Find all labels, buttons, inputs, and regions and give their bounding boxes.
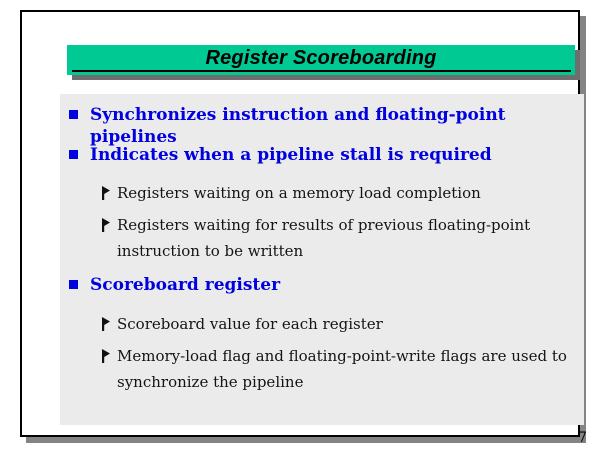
arrow-bullet-icon bbox=[102, 186, 110, 200]
square-bullet-icon bbox=[69, 150, 78, 159]
list-item: Registers waiting on a memory load compl… bbox=[60, 180, 582, 206]
square-bullet-icon bbox=[69, 280, 78, 289]
list-item: Synchronizes instruction and floating-po… bbox=[60, 104, 584, 148]
bullet-text: Synchronizes instruction and floating-po… bbox=[90, 105, 506, 147]
sub-bullet-text: Registers waiting for results of previou… bbox=[117, 216, 531, 260]
title-underline bbox=[72, 70, 571, 72]
sub-bullet-text: Scoreboard value for each register bbox=[117, 315, 383, 333]
slide-title: Register Scoreboarding bbox=[205, 46, 437, 69]
arrow-bullet-icon bbox=[102, 349, 110, 363]
list-item: Scoreboard register bbox=[60, 274, 584, 296]
list-item: Indicates when a pipeline stall is requi… bbox=[60, 144, 584, 166]
arrow-bullet-icon bbox=[102, 317, 110, 331]
slide-frame: Register Scoreboarding Synchronizes inst… bbox=[20, 10, 587, 446]
list-item: Scoreboard value for each register bbox=[60, 311, 582, 337]
sub-bullet-text: Memory-load flag and floating-point-writ… bbox=[117, 347, 567, 391]
bullet-text: Scoreboard register bbox=[90, 275, 281, 295]
list-item: Registers waiting for results of previou… bbox=[60, 212, 582, 264]
title-banner: Register Scoreboarding bbox=[67, 45, 575, 75]
sub-bullet-text: Registers waiting on a memory load compl… bbox=[117, 184, 481, 202]
square-bullet-icon bbox=[69, 110, 78, 119]
content-panel: Synchronizes instruction and floating-po… bbox=[60, 94, 584, 425]
arrow-bullet-icon bbox=[102, 218, 110, 232]
list-item: Memory-load flag and floating-point-writ… bbox=[60, 343, 582, 395]
page-number: 7 bbox=[578, 430, 587, 446]
bullet-text: Indicates when a pipeline stall is requi… bbox=[90, 145, 492, 165]
